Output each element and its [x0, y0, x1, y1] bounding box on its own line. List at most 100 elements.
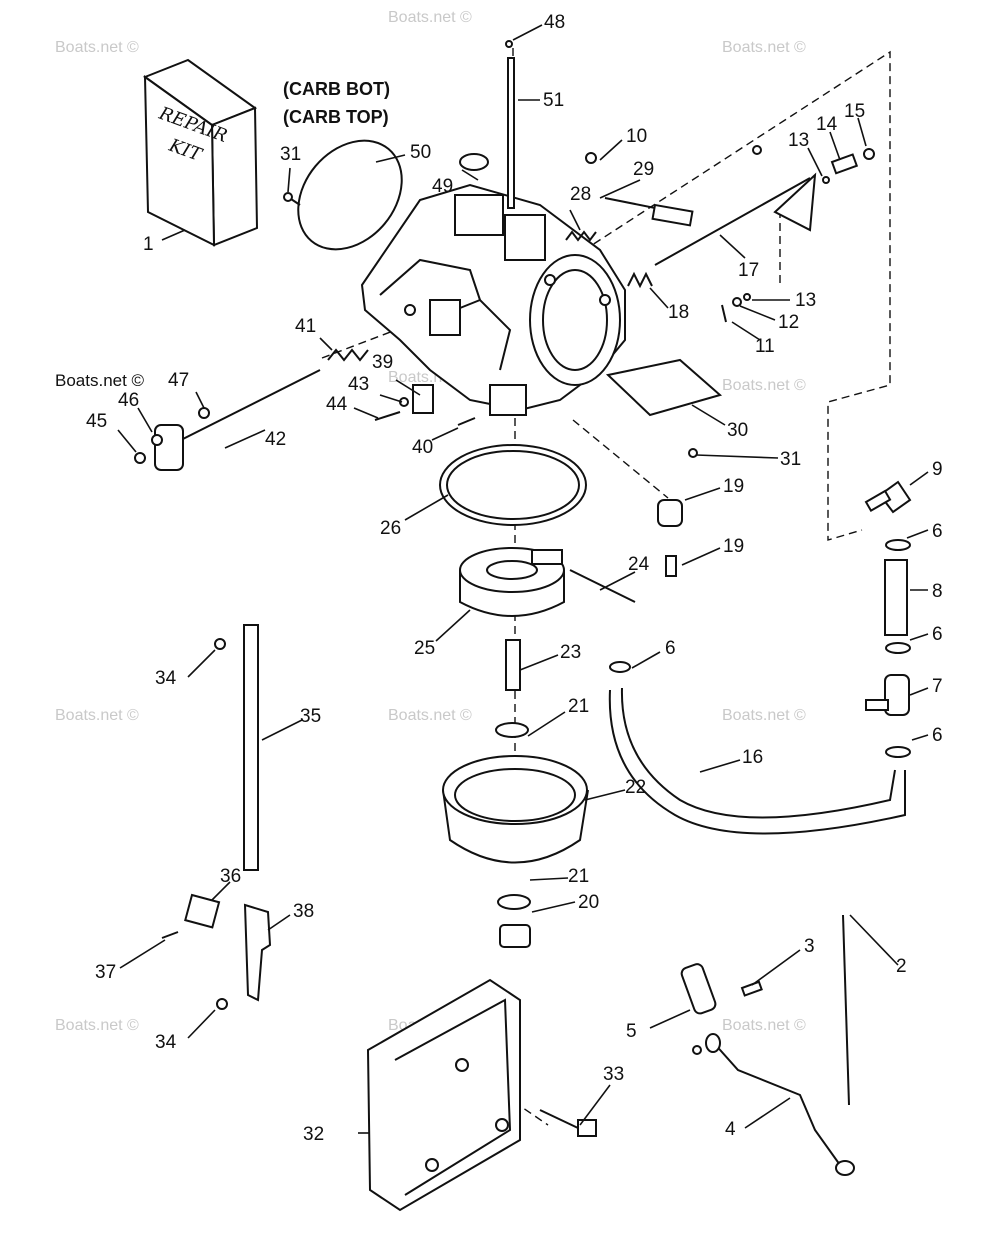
washer-21-b	[497, 894, 531, 910]
jet-23	[505, 639, 521, 691]
spring-41	[327, 348, 369, 362]
float-bowl-22	[442, 755, 589, 864]
part-labels: 1 2 3 4 5 6 6 6 6 7 8 9 10 11 12 13 13 1…	[86, 12, 943, 1145]
watermark: Boats.net ©	[722, 707, 806, 724]
wire-2	[842, 914, 850, 1106]
label-50: 50	[410, 142, 431, 163]
watermark: Boats.net ©	[55, 39, 139, 56]
shaft-17	[654, 177, 811, 266]
washer-12	[732, 297, 742, 307]
watermark: Boats.net ©	[55, 707, 139, 724]
label-8: 8	[932, 581, 943, 602]
screw-15	[863, 148, 875, 160]
screw-17-top	[752, 145, 762, 155]
label-30: 30	[727, 420, 748, 441]
link-4-eye	[705, 1033, 721, 1053]
ring-13	[743, 293, 751, 301]
label-41: 41	[295, 316, 316, 337]
screw-44	[374, 411, 401, 421]
label-28: 28	[570, 184, 591, 205]
label-22: 22	[625, 777, 646, 798]
watermark: Boats.net ©	[388, 707, 472, 724]
fitting-5	[680, 963, 717, 1015]
label-32: 32	[303, 1124, 324, 1145]
clip-10	[585, 152, 597, 164]
label-44: 44	[326, 394, 348, 415]
label-51: 51	[543, 90, 564, 111]
screw-37	[161, 931, 179, 939]
watermark: Boats.net ©	[55, 1017, 139, 1034]
label-20: 20	[578, 892, 599, 913]
label-16: 16	[742, 747, 763, 768]
repair-kit-box: REPAIR KIT	[142, 58, 259, 247]
screw-34-a	[214, 638, 226, 650]
cover-plate-50	[297, 139, 403, 251]
screw-31-b	[688, 448, 698, 458]
label-21-b: 21	[568, 866, 589, 887]
screw-47	[198, 407, 210, 419]
screw-34-b	[216, 998, 228, 1010]
label-24: 24	[628, 554, 650, 575]
label-37: 37	[95, 962, 116, 983]
ring-13-b	[822, 176, 830, 184]
label-6-c: 6	[665, 638, 676, 659]
bracket-39	[412, 384, 434, 414]
link-4	[712, 1041, 841, 1166]
carburetor-body	[360, 183, 626, 416]
link-4-eye-b	[835, 1160, 855, 1176]
label-12: 12	[778, 312, 799, 333]
spring-18	[627, 271, 653, 289]
needle-19	[665, 555, 677, 577]
label-18: 18	[668, 302, 689, 323]
leader-lines	[117, 24, 929, 1134]
shaft-42	[164, 369, 321, 449]
screw-40	[457, 417, 476, 426]
label-47: 47	[168, 370, 189, 391]
label-5: 5	[626, 1021, 637, 1042]
drain-plug-20	[499, 924, 531, 948]
label-21-a: 21	[568, 696, 589, 717]
gasket-26	[439, 444, 587, 526]
label-25: 25	[414, 638, 435, 659]
pin-3	[740, 980, 763, 997]
label-10: 10	[626, 126, 647, 147]
label-7: 7	[932, 676, 943, 697]
washer-21-a	[495, 722, 529, 738]
plate-30	[605, 358, 723, 417]
label-31-b: 31	[780, 449, 801, 470]
o-ring-49	[459, 153, 489, 171]
cover-32	[366, 978, 521, 1212]
carb-top-label: (CARB TOP)	[283, 107, 389, 127]
label-39: 39	[372, 352, 393, 373]
label-19-a: 19	[723, 476, 744, 497]
watermark: Boats.net ©	[388, 9, 472, 26]
link-rod-35	[243, 624, 259, 871]
pin-48	[505, 40, 513, 48]
assembly-boundary-line	[571, 50, 891, 541]
pin-24	[569, 569, 636, 603]
shaft-17-lever	[773, 172, 817, 232]
label-6-a: 6	[932, 521, 943, 542]
label-4: 4	[725, 1119, 736, 1140]
label-13-a: 13	[788, 130, 809, 151]
float-25	[459, 547, 565, 617]
fuel-hose-16-outer	[608, 689, 906, 835]
fuel-hose-16	[620, 687, 896, 819]
spring-28	[565, 230, 597, 242]
label-38: 38	[293, 901, 314, 922]
label-43: 43	[348, 374, 369, 395]
ring-5	[692, 1045, 702, 1055]
watermark: Boats.net ©	[722, 377, 806, 394]
label-15: 15	[844, 101, 865, 122]
label-34-a: 34	[155, 668, 177, 689]
label-6-b: 6	[932, 624, 943, 645]
fuel-fittings	[609, 480, 912, 758]
label-1: 1	[143, 234, 154, 255]
carb-bot-label: (CARB BOT)	[283, 79, 390, 99]
bushing-14	[830, 153, 859, 175]
nut-46	[151, 434, 163, 446]
watermark: Boats.net ©	[722, 1017, 806, 1034]
label-34-b: 34	[155, 1032, 177, 1053]
label-14: 14	[816, 114, 838, 135]
